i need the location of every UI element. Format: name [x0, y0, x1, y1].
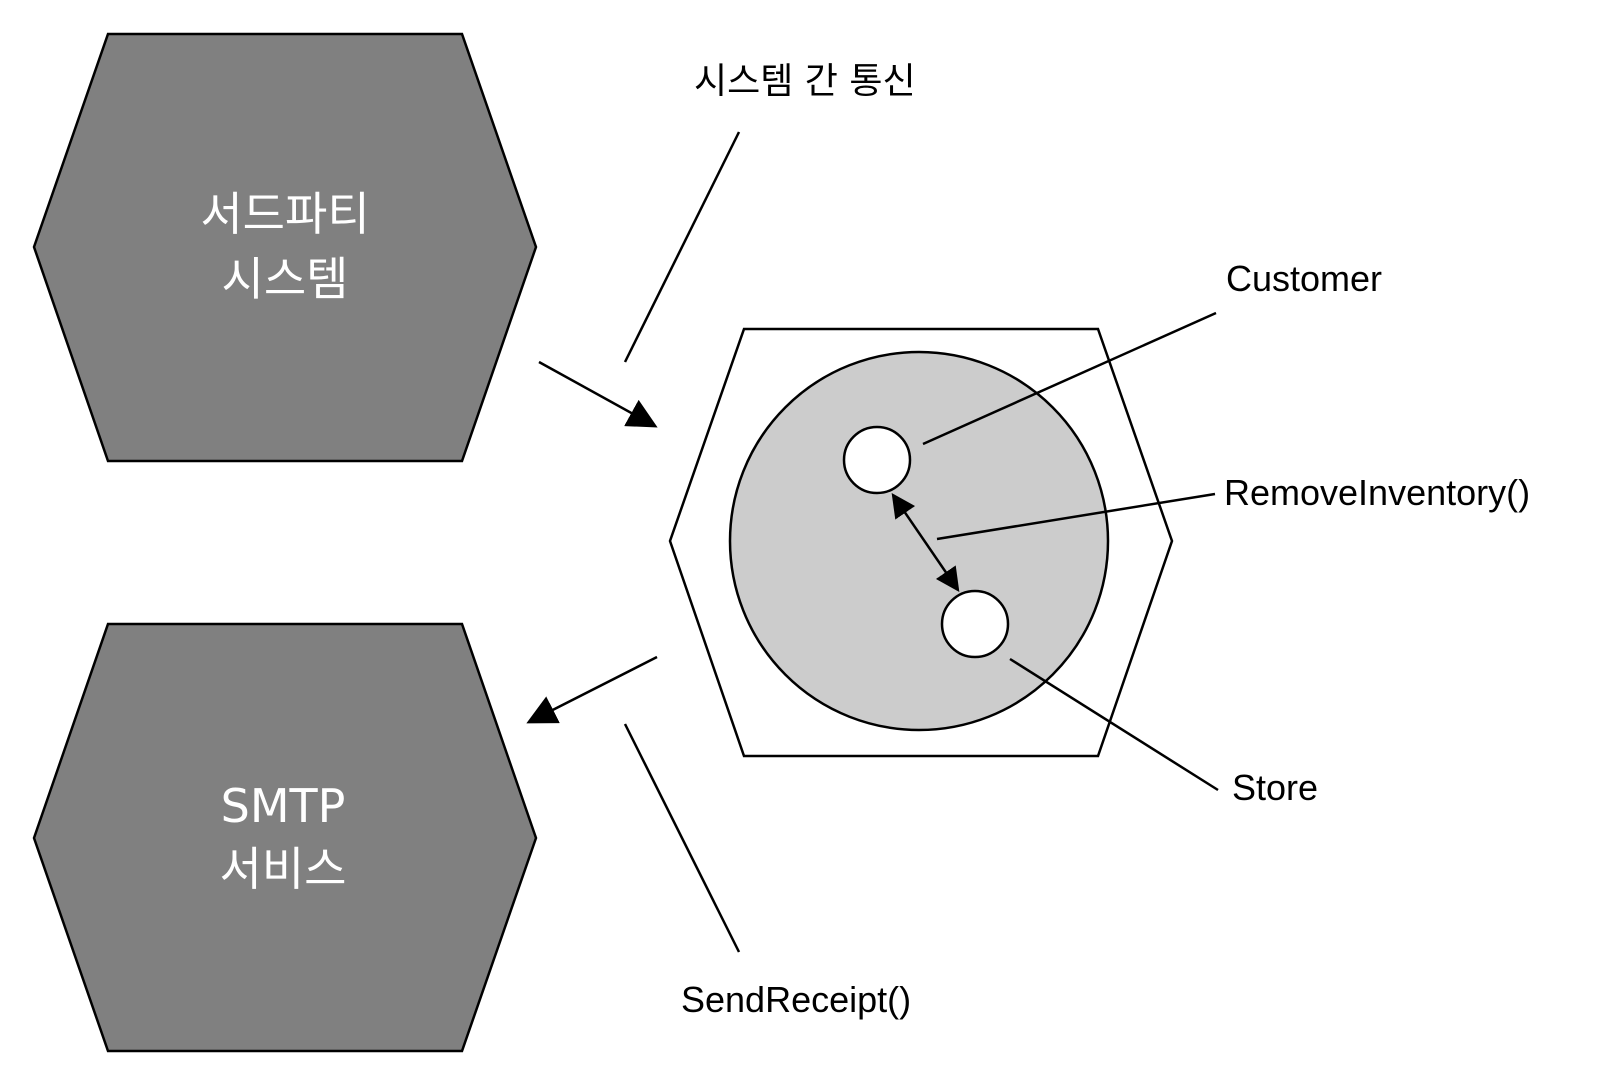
- outbound-arrow: [526, 655, 658, 724]
- customer-leader-line: [922, 311, 1217, 446]
- store-leader-line: [1009, 657, 1219, 792]
- store-entity-circle: [940, 589, 1010, 659]
- third-party-system-hexagon: [32, 32, 538, 463]
- third-party-system-node: 서드파티 시스템: [32, 32, 538, 463]
- inbound-arrow: [538, 360, 658, 428]
- remove-inventory-label: RemoveInventory(): [1224, 472, 1530, 513]
- customer-store-arrow: [891, 493, 960, 592]
- inter-system-leader-line: [623, 131, 741, 363]
- customer-entity-circle: [842, 425, 912, 495]
- smtp-label-line2: 서비스: [220, 842, 347, 896]
- send-receipt-leader-line: [623, 723, 741, 953]
- smtp-service-node: SMTP 서비스: [32, 622, 538, 1053]
- customer-label: Customer: [1226, 258, 1382, 299]
- smtp-label-line1: SMTP: [221, 779, 346, 833]
- smtp-service-hexagon: [32, 622, 538, 1053]
- send-receipt-label: SendReceipt(): [681, 979, 911, 1020]
- third-party-label-line1: 서드파티: [200, 187, 369, 241]
- third-party-label-line2: 시스템: [222, 252, 349, 306]
- inter-system-communication-label: 시스템 간 통신: [694, 61, 916, 102]
- domain-circle: [728, 350, 1110, 732]
- store-label: Store: [1232, 767, 1318, 808]
- remove-inventory-leader-line: [936, 492, 1216, 541]
